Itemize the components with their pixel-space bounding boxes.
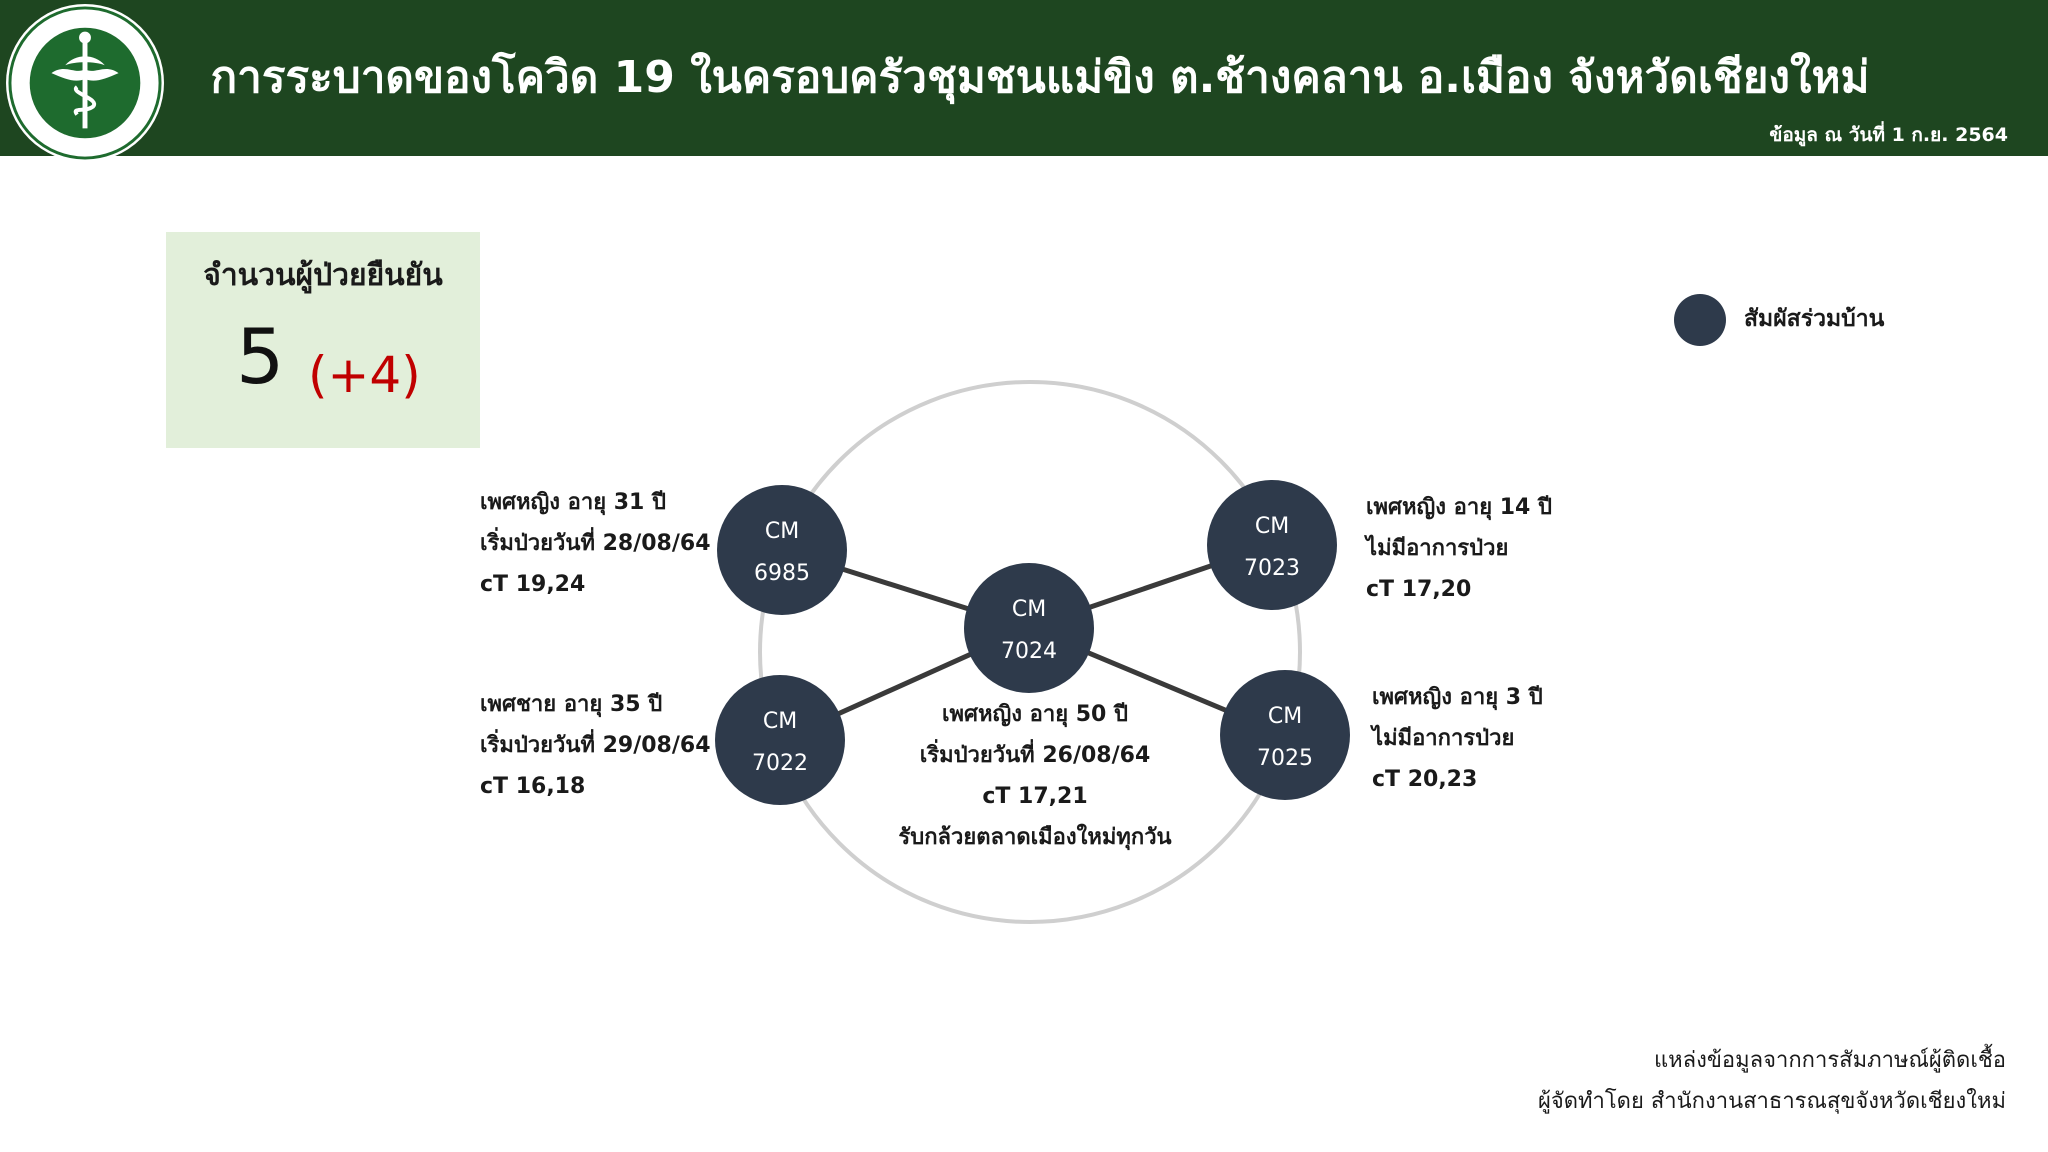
case-node-prefix: CM <box>763 709 797 734</box>
legend-household-dot <box>1674 294 1726 346</box>
case-info-line: ไม่มีอาการป่วย <box>1372 726 1515 751</box>
case-node-circle <box>964 563 1094 693</box>
case-info-cm7024: เพศหญิง อายุ 50 ปีเริ่มป่วยวันที่ 26/08/… <box>880 694 1190 858</box>
page-title: การระบาดของโควิด 19 ในครอบครัวชุมชนแม่ขิ… <box>210 52 1870 103</box>
case-node-prefix: CM <box>1255 514 1289 539</box>
ministry-logo <box>6 4 164 162</box>
case-info-cm7022: เพศชาย อายุ 35 ปีเริ่มป่วยวันที่ 29/08/6… <box>480 684 711 807</box>
case-info-line: ไม่มีอาการป่วย <box>1366 536 1509 561</box>
case-info-cm7023: เพศหญิง อายุ 14 ปีไม่มีอาการป่วย cT 17,20 <box>1366 487 1552 610</box>
case-info-line: เริ่มป่วยวันที่ 28/08/64 <box>480 531 711 556</box>
case-info-line: เพศหญิง อายุ 14 ปี <box>1366 495 1552 520</box>
case-info-cm7025: เพศหญิง อายุ 3 ปีไม่มีอาการป่วย cT 20,23 <box>1372 677 1543 800</box>
header-bar: การระบาดของโควิด 19 ในครอบครัวชุมชนแม่ขิ… <box>0 0 2048 162</box>
case-node-number: 7025 <box>1257 746 1313 771</box>
footer-source: แหล่งข้อมูลจากการสัมภาษณ์ผู้ติดเชื้อ <box>1653 1048 2006 1073</box>
confirmed-count-box: จำนวนผู้ป่วยยืนยัน 5 <box>166 232 480 448</box>
case-node-circle <box>717 485 847 615</box>
case-node-circle <box>1220 670 1350 800</box>
case-node-circle <box>715 675 845 805</box>
case-info-line: เริ่มป่วยวันที่ 26/08/64 <box>919 743 1151 768</box>
case-info-cm6985: เพศหญิง อายุ 31 ปีเริ่มป่วยวันที่ 28/08/… <box>480 482 711 605</box>
ministry-seal-icon <box>8 6 162 160</box>
footer: แหล่งข้อมูลจากการสัมภาษณ์ผู้ติดเชื้อ ผู้… <box>1538 1040 2006 1122</box>
case-node-cm7025: CM 7025 <box>1220 670 1350 800</box>
case-info-line: เริ่มป่วยวันที่ 29/08/64 <box>480 733 711 758</box>
case-node-cm6985: CM 6985 <box>717 485 847 615</box>
case-node-cm7023: CM 7023 <box>1207 480 1337 610</box>
case-info-line: เพศหญิง อายุ 3 ปี <box>1372 685 1543 710</box>
case-node-prefix: CM <box>1012 597 1046 622</box>
case-node-circle <box>1207 480 1337 610</box>
case-info-line: รับกล้วยตลาดเมืองใหม่ทุกวัน <box>898 825 1172 850</box>
case-node-number: 7024 <box>1001 639 1057 664</box>
confirmed-count-delta: (+4) <box>308 346 421 404</box>
case-info-line: เพศหญิง อายุ 31 ปี <box>480 490 666 515</box>
cluster-ring <box>758 380 1302 924</box>
case-info-line: cT 20,23 <box>1372 767 1478 792</box>
confirmed-count-value: 5 <box>236 312 285 401</box>
case-node-cm7022: CM 7022 <box>715 675 845 805</box>
case-info-line: cT 17,21 <box>982 784 1088 809</box>
case-info-line: เพศหญิง อายุ 50 ปี <box>942 702 1128 727</box>
legend-household-label: สัมผัสร่วมบ้าน <box>1744 306 1885 332</box>
footer-credit: ผู้จัดทำโดย สำนักงานสาธารณสุขจังหวัดเชีย… <box>1537 1089 2006 1114</box>
case-info-line: cT 17,20 <box>1366 577 1472 602</box>
case-node-prefix: CM <box>765 519 799 544</box>
confirmed-count-label: จำนวนผู้ป่วยยืนยัน <box>203 258 443 293</box>
case-info-line: cT 19,24 <box>480 572 586 597</box>
case-info-line: เพศชาย อายุ 35 ปี <box>480 692 663 717</box>
case-node-number: 6985 <box>754 561 810 586</box>
case-node-number: 7023 <box>1244 556 1300 581</box>
case-node-number: 7022 <box>752 751 808 776</box>
case-info-line: cT 16,18 <box>480 774 586 799</box>
case-node-cm7024: CM 7024 <box>964 563 1094 693</box>
case-node-prefix: CM <box>1268 704 1302 729</box>
data-date: ข้อมูล ณ วันที่ 1 ก.ย. 2564 <box>1769 124 2008 146</box>
